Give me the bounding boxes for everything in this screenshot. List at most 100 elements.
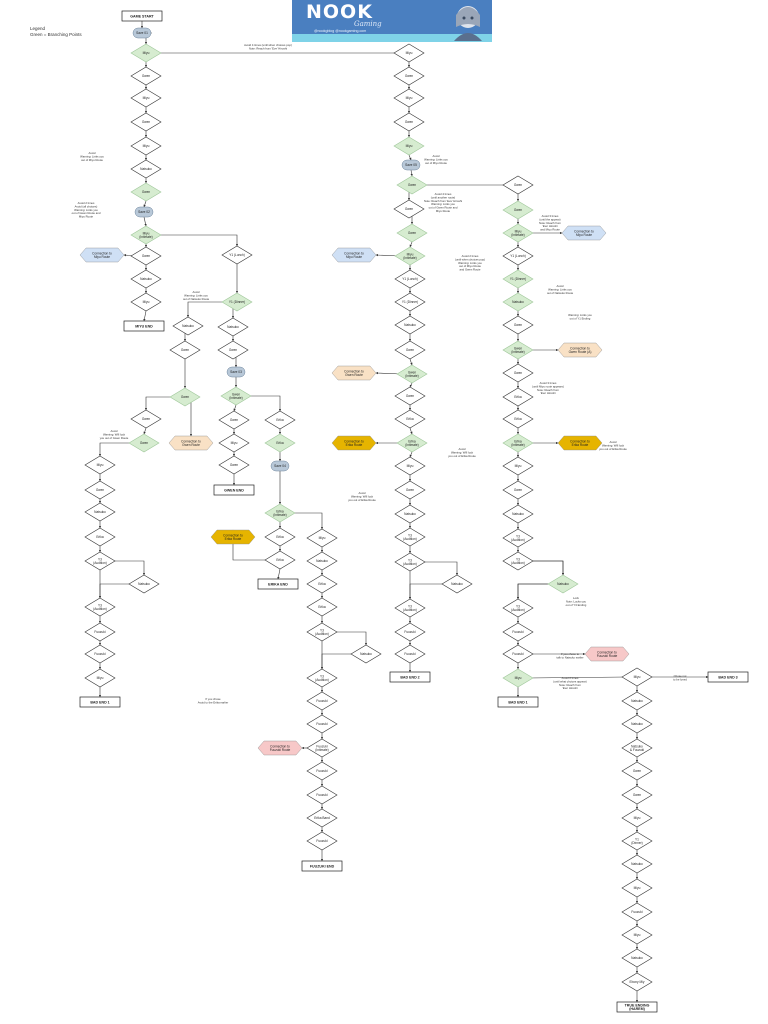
node-r4: Gwen xyxy=(393,112,425,132)
node-n4: Gwen xyxy=(130,112,162,132)
node-f6: Natsuko xyxy=(350,644,382,664)
node-label: Erika xyxy=(514,439,521,443)
node-r9: Miyu(Intimate) xyxy=(394,246,426,266)
node-label: Save 03 xyxy=(230,370,242,374)
nook-gaming-banner[interactable]: NOOK Gaming @nookgblog @nookgaming.com xyxy=(292,0,492,42)
node-label: Save 01 xyxy=(136,31,148,35)
branch-arrow xyxy=(420,561,459,576)
edge-note-line: Avoid xyxy=(610,440,617,444)
node-label: Gwen xyxy=(408,231,417,235)
node-r19: Gwen xyxy=(394,480,426,500)
node-label: Erika xyxy=(276,535,283,539)
node-label: Erika xyxy=(276,509,283,513)
node-n2: Gwen xyxy=(130,66,162,86)
node-label: Natsuko xyxy=(631,744,643,748)
edge-note-line: Warning: Links you xyxy=(424,157,448,161)
node-s3: Save 03 xyxy=(226,366,246,378)
edge-note-line: Avoid xyxy=(111,429,118,433)
node-label: Y1 (Dinner) xyxy=(510,277,526,281)
node-f4: Erika xyxy=(306,597,338,617)
node-label: (Intimate) xyxy=(511,350,524,354)
node-label: Gwen xyxy=(633,793,642,797)
node-label: (Audition) xyxy=(93,561,107,565)
node-n8: Miyu(Intimate) xyxy=(130,225,162,245)
node-l10: Miyu xyxy=(84,668,116,688)
node-label: Y3 xyxy=(516,604,520,608)
branch-arrow xyxy=(98,583,134,599)
node-label: BAD END 1 xyxy=(508,700,527,704)
node-label: Miyu xyxy=(634,816,641,820)
node-f14: Fuuzuki xyxy=(306,831,338,851)
node-label: Save 02 xyxy=(138,210,150,214)
node-r8: Gwen xyxy=(396,223,428,243)
edge-note: Avoid 2 times(until when choices pop)War… xyxy=(455,254,485,272)
node-nat2: Gwen xyxy=(169,340,201,360)
node-r17: Erika(Intimate) xyxy=(396,433,428,453)
edge-note-line: Warning: Links you xyxy=(548,287,572,291)
node-label: (Audition) xyxy=(315,678,329,682)
node-m2: Gwen xyxy=(128,433,160,453)
node-label: Fuuzuki xyxy=(316,839,327,843)
node-label: Gwen xyxy=(96,488,105,492)
node-label: Miyu xyxy=(515,229,522,233)
branch-arrow xyxy=(320,653,356,670)
node-l3: Natsuko xyxy=(84,502,116,522)
branch-arrow xyxy=(290,512,324,530)
node-label: Fuuzuki xyxy=(316,744,327,748)
node-label: (Intimate) xyxy=(405,443,418,447)
node-n1: Miyu xyxy=(130,43,162,63)
node-label: Connection to xyxy=(270,744,290,748)
node-label: (Audition) xyxy=(511,561,525,565)
flow-arrow xyxy=(409,382,413,388)
flow-arrow xyxy=(277,568,281,580)
node-f3: Erika xyxy=(306,574,338,594)
edge-note-line: Avoid 4 times xyxy=(435,192,452,196)
node-b5: Gwen(Intimate) xyxy=(220,386,252,406)
edge-note-line: Avoid xyxy=(193,290,200,294)
edge-note-line: and Miyu Route xyxy=(540,228,560,232)
node-r14: Gwen(Intimate) xyxy=(396,364,428,384)
banner-character-image xyxy=(454,6,482,41)
node-label: Gwen xyxy=(514,346,523,350)
edge-note-line: Avoid 3 times xyxy=(540,381,557,385)
node-q3: Miyu(Intimate) xyxy=(502,223,534,243)
node-label: Miyu xyxy=(634,675,641,679)
node-label: Natsuko xyxy=(404,323,416,327)
node-nat3: Gwen xyxy=(169,387,201,407)
node-label: Gwen xyxy=(514,371,523,375)
node-label: BAD END 2 xyxy=(400,675,419,679)
node-t11: Fuuzuki xyxy=(621,902,653,922)
node-label: Save 05 xyxy=(405,163,417,167)
node-label: Natsuko xyxy=(138,582,150,586)
node-e5: Erika xyxy=(264,550,296,570)
node-label: Gwen Route xyxy=(182,443,200,447)
flow-arrow xyxy=(143,310,147,322)
node-l8: Fuuzuki xyxy=(84,622,116,642)
node-trueend: TRUE ENDING(HAREM) xyxy=(616,1001,658,1013)
node-b4: Gwen xyxy=(217,340,249,360)
node-label: Fuuzuki xyxy=(512,652,523,656)
node-q20: Fuuzuki xyxy=(502,622,534,642)
node-label: Erika xyxy=(276,441,283,445)
node-label: (Audition) xyxy=(315,632,329,636)
node-label: Connection to xyxy=(570,439,590,443)
edge-note-line: out of Gwen Route and xyxy=(72,211,101,215)
node-badend4: BAD END 3 xyxy=(707,671,749,683)
node-label: Miyu xyxy=(406,51,413,55)
node-erikaend: ERIKA END xyxy=(257,578,299,590)
edge-note-line: 'Eve' Hiroshi xyxy=(562,686,578,690)
node-label: Miyu xyxy=(231,441,238,445)
edge-note-line: Avoid xyxy=(89,151,96,155)
node-t2: Natsuko xyxy=(621,691,653,711)
node-n10: Natsuko xyxy=(130,269,162,289)
node-n3: Miyu xyxy=(130,88,162,108)
node-label: Miyu xyxy=(407,252,414,256)
edge-note-line: to be loved xyxy=(673,677,687,681)
node-t14: Ebony Miy xyxy=(621,972,653,992)
node-label: Miyu xyxy=(143,51,150,55)
